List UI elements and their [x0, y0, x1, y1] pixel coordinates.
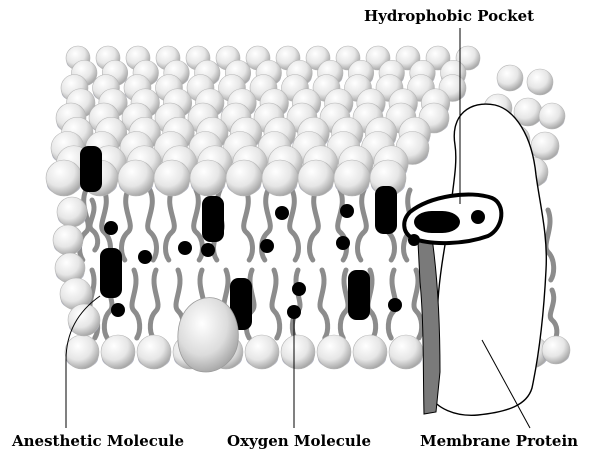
- lipid-head-icon: [353, 335, 387, 369]
- lipid-head-icon: [539, 103, 565, 129]
- lipid-head-icon: [46, 160, 82, 196]
- oxygen-molecule-icon: [275, 206, 289, 220]
- membrane-protein-body: [430, 104, 547, 415]
- lipid-tail: [358, 190, 367, 260]
- lipid-head-icon: [57, 197, 87, 227]
- anesthetic-molecule-label: Anesthetic Molecule: [12, 432, 184, 450]
- lipid-head-icon: [190, 160, 226, 196]
- lipid-head-icon: [298, 160, 334, 196]
- lipid-head-icon: [389, 335, 423, 369]
- lipid-head-icon: [154, 160, 190, 196]
- oxygen-molecule-icon: [292, 282, 306, 296]
- lipid-head-icon: [118, 160, 154, 196]
- lipid-tail: [292, 270, 300, 338]
- lipid-tail: [310, 190, 319, 260]
- lipid-head-icon: [531, 132, 559, 160]
- lipid-tail: [550, 290, 557, 340]
- lipid-head-icon: [262, 160, 298, 196]
- lipid-head-icon: [527, 69, 553, 95]
- lipid-head-icon: [53, 225, 83, 255]
- lipid-tail: [150, 270, 158, 338]
- anesthetic-molecule-icon: [414, 211, 460, 233]
- anesthetic-molecule-icon: [348, 270, 370, 320]
- lipid-head-icon: [68, 304, 100, 336]
- lipid-head-icon: [542, 336, 570, 364]
- lipid-tail: [132, 270, 140, 338]
- oxygen-molecule-icon: [104, 221, 118, 235]
- anesthetic-molecule-icon: [100, 248, 122, 298]
- oxygen-molecule-icon: [340, 204, 354, 218]
- anesthetic-molecule-icon: [202, 196, 224, 242]
- lipid-tail: [546, 210, 554, 280]
- lipid-tail: [90, 200, 98, 250]
- lipid-tail: [166, 190, 175, 260]
- hydrophobic-pocket-label: Hydrophobic Pocket: [364, 7, 534, 25]
- oxygen-molecule-icon: [336, 236, 350, 250]
- lipid-tail: [244, 190, 253, 260]
- lipid-tail: [148, 190, 157, 260]
- oxygen-molecule-icon: [260, 239, 274, 253]
- lipid-head-icon: [317, 335, 351, 369]
- lipid-head-icon: [281, 335, 315, 369]
- lipid-tail: [320, 270, 328, 338]
- oxygen-molecule-icon: [111, 303, 125, 317]
- lipid-head-icon: [245, 335, 279, 369]
- oxygen-molecule-icon: [178, 241, 192, 255]
- lipid-head-icon: [226, 160, 262, 196]
- oxygen-molecule-icon: [201, 243, 215, 257]
- anesthetic-molecule-icon: [80, 146, 102, 192]
- lipid-head-icon: [65, 335, 99, 369]
- lipid-head-icon: [137, 335, 171, 369]
- oxygen-molecule-icon: [471, 210, 485, 224]
- oxygen-molecule-icon: [408, 234, 420, 246]
- oxygen-molecule-icon: [287, 305, 301, 319]
- lipid-head-icon: [497, 65, 523, 91]
- oxygen-molecule-label: Oxygen Molecule: [227, 432, 371, 450]
- lipid-tail: [340, 270, 348, 338]
- membrane-protein-label: Membrane Protein: [420, 432, 578, 450]
- lipid-tail: [290, 190, 299, 260]
- lipid-tail: [122, 190, 131, 260]
- oxygen-molecule-icon: [138, 250, 152, 264]
- lipid-tail: [272, 270, 280, 338]
- anesthetic-molecule-icon: [375, 186, 397, 234]
- lipid-head-icon: [101, 335, 135, 369]
- lipid-head-icon: [334, 160, 370, 196]
- oxygen-molecule-icon: [388, 298, 402, 312]
- anesthetic-blob-icon: [178, 298, 238, 372]
